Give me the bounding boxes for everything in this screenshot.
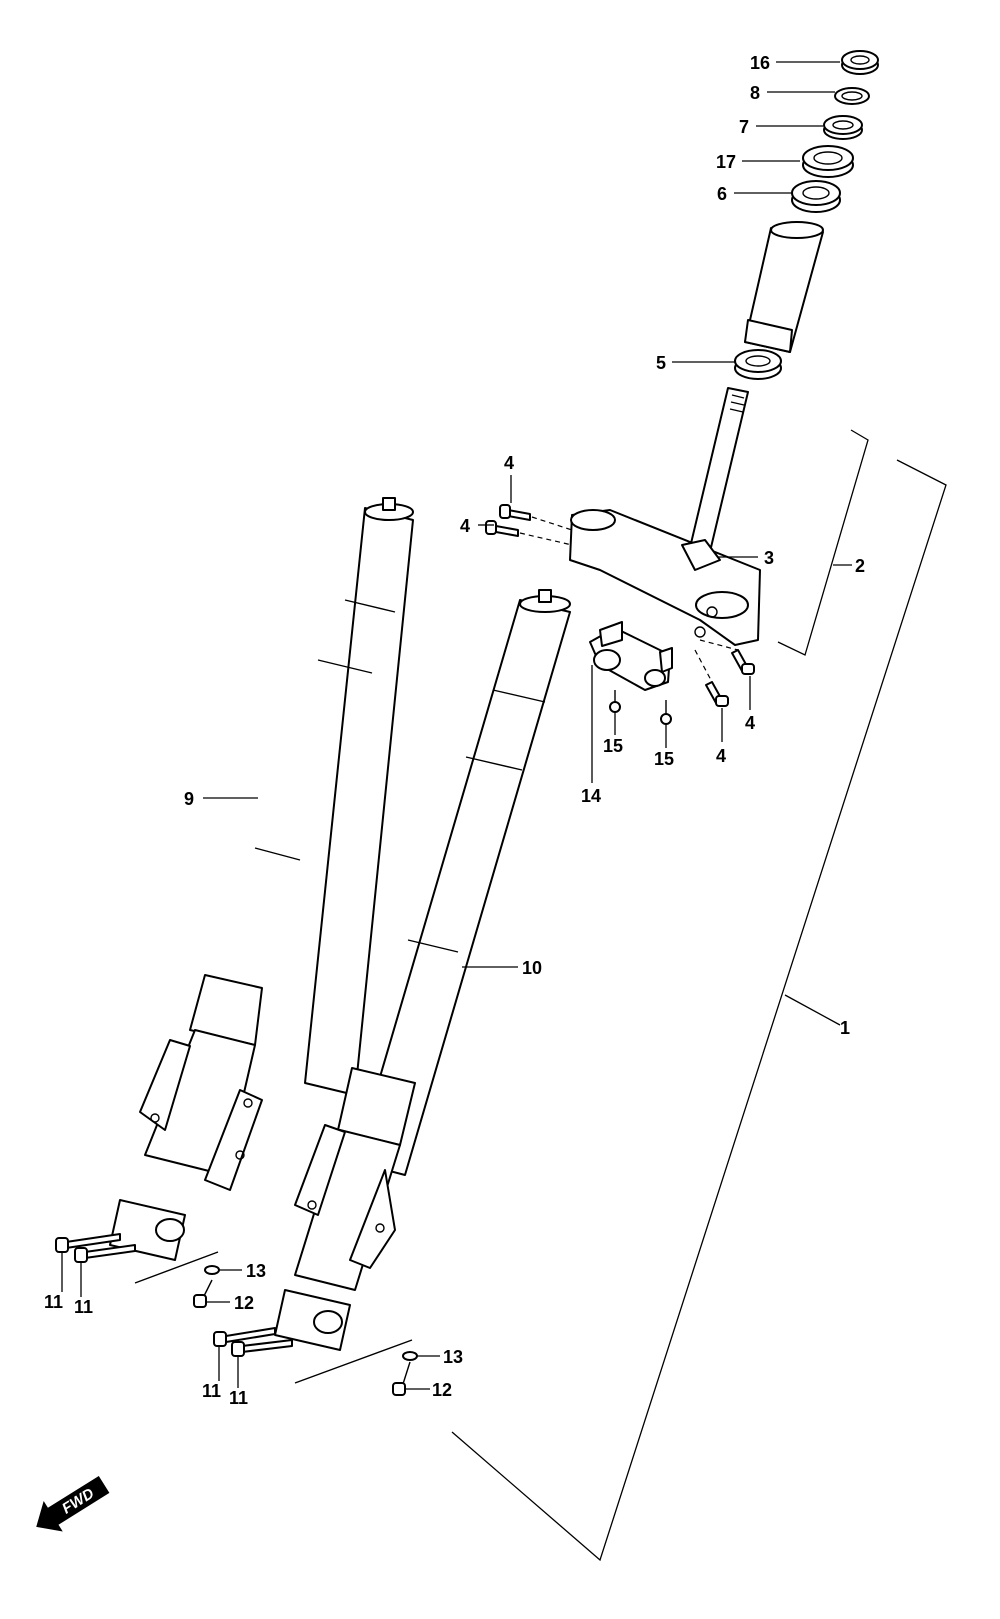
callouts: 16 8 7 17 6 5 4 4 3 2 4 4 15 15 14 9 10 … [44, 53, 865, 1408]
clamp-bolts [485, 504, 755, 707]
part-3-steering-stem [569, 387, 761, 646]
callout-12-left: 12 [234, 1293, 254, 1313]
callout-7: 7 [739, 117, 749, 137]
callout-10: 10 [522, 958, 542, 978]
callout-2: 2 [855, 556, 865, 576]
callout-13-left: 13 [246, 1261, 266, 1281]
callout-15-right: 15 [654, 749, 674, 769]
part-5-bearing [734, 349, 782, 380]
callout-3: 3 [764, 548, 774, 568]
part-6-bearing [791, 180, 841, 213]
part-8-washer [834, 87, 870, 105]
callout-15-left: 15 [603, 736, 623, 756]
steering-tube [744, 221, 824, 353]
callout-13-right: 13 [443, 1347, 463, 1367]
part-7-nut [823, 115, 863, 140]
callout-16: 16 [750, 53, 770, 73]
bracket-part-2 [777, 429, 869, 656]
callout-4-right: 4 [745, 713, 755, 733]
callout-4-top: 4 [504, 453, 514, 473]
part-17-dust-seal [802, 145, 854, 178]
callout-6: 6 [717, 184, 727, 204]
callout-14: 14 [581, 786, 601, 806]
bracket-part-1 [451, 459, 947, 1562]
callout-17: 17 [716, 152, 736, 172]
callout-8: 8 [750, 83, 760, 103]
left-fork-bolts [55, 1233, 220, 1308]
callout-12-right: 12 [432, 1380, 452, 1400]
callout-11-b: 11 [74, 1297, 93, 1317]
part-10-fork-leg-right [274, 589, 571, 1351]
fwd-arrow-icon: FWD [36, 1475, 110, 1532]
part-15-screws [609, 690, 672, 725]
callout-11-a: 11 [44, 1292, 63, 1312]
callout-1: 1 [840, 1018, 850, 1038]
part-16-nut [841, 50, 879, 75]
callout-4-left: 4 [460, 516, 470, 536]
part-9-fork-leg-left [109, 497, 414, 1261]
callout-11-c: 11 [202, 1381, 221, 1401]
callout-11-d: 11 [229, 1388, 248, 1408]
callout-5: 5 [656, 353, 666, 373]
callout-9: 9 [184, 789, 194, 809]
leader-lines [61, 61, 852, 1390]
part-14-hose-clamp [589, 621, 673, 691]
callout-4-lower: 4 [716, 746, 726, 766]
